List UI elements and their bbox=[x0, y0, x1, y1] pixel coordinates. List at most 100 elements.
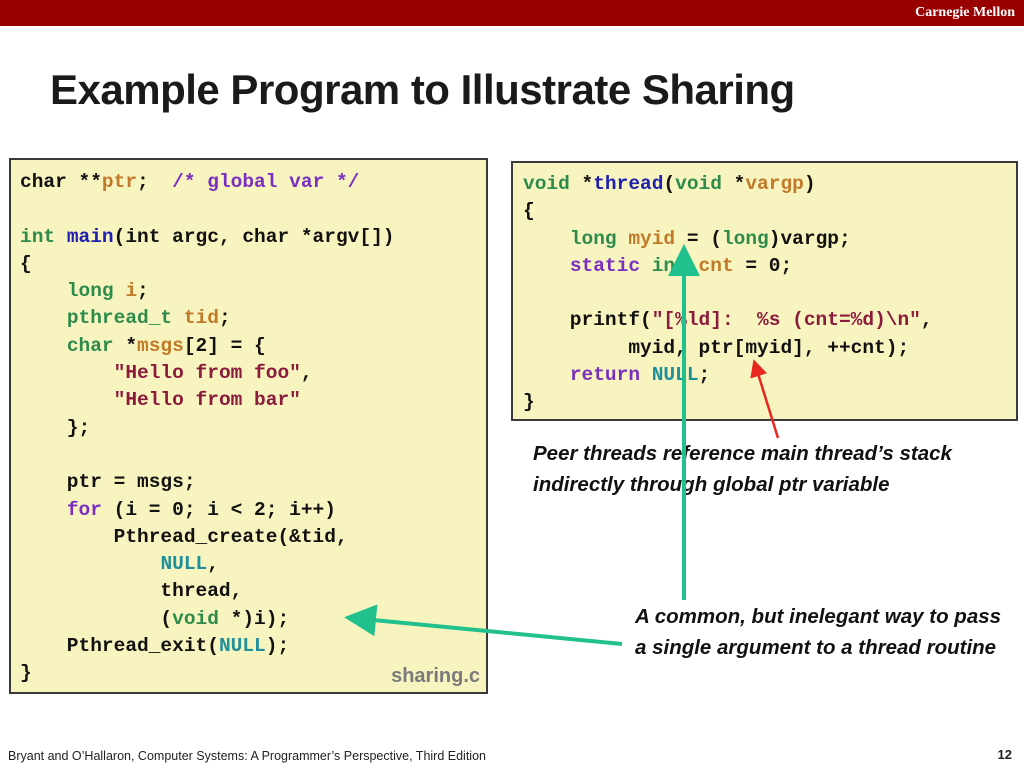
code-token: * bbox=[125, 334, 138, 357]
code-token: NULL bbox=[218, 635, 266, 658]
code-token: void bbox=[675, 173, 722, 195]
code-token bbox=[20, 280, 67, 302]
code-token: for bbox=[66, 498, 102, 521]
page-number: 12 bbox=[997, 747, 1012, 762]
code-token: main bbox=[66, 225, 114, 248]
code-left-line: (void *)i); bbox=[20, 608, 289, 630]
main-code: char **ptr; /* global var */ int main(in… bbox=[20, 169, 394, 688]
code-token: i bbox=[125, 280, 138, 303]
code-token: }; bbox=[20, 416, 91, 439]
code-token: long bbox=[569, 227, 629, 250]
code-token: char ** bbox=[20, 171, 102, 193]
code-token bbox=[523, 255, 570, 277]
code-left-line: int main(int argc, char *argv[]) bbox=[20, 226, 394, 248]
code-token: thread, bbox=[20, 580, 243, 603]
code-token: void bbox=[523, 173, 570, 195]
top-banner: Carnegie Mellon bbox=[0, 0, 1024, 26]
code-right-line: { bbox=[523, 200, 535, 222]
code-token bbox=[20, 362, 114, 384]
code-right-line: } bbox=[523, 391, 535, 413]
code-token: pthread_t bbox=[66, 307, 184, 330]
code-token: long bbox=[66, 280, 126, 303]
code-token: tid bbox=[183, 307, 219, 330]
code-token: ( bbox=[20, 607, 173, 630]
code-token: "[%ld]: %s (cnt=%d)\n" bbox=[651, 309, 921, 332]
code-left-line: pthread_t tid; bbox=[20, 307, 231, 329]
code-token: ; bbox=[137, 280, 149, 303]
code-token: NULL bbox=[160, 553, 208, 576]
code-token: Pthread_exit( bbox=[20, 635, 219, 658]
code-token: { bbox=[20, 252, 32, 275]
code-right-line: static int cnt = 0; bbox=[523, 255, 792, 277]
code-token: (i = 0; i < 2; i++) bbox=[101, 498, 336, 521]
common-way-note: A common, but inelegant way to pass a si… bbox=[635, 605, 1002, 659]
code-token bbox=[20, 307, 67, 329]
thread-code: void *thread(void *vargp) { long myid = … bbox=[523, 171, 933, 417]
code-token: return bbox=[569, 364, 652, 387]
code-left-line: ptr = msgs; bbox=[20, 471, 196, 493]
code-token: char bbox=[66, 334, 126, 357]
code-token: static bbox=[569, 254, 652, 277]
code-left-line: "Hello from bar" bbox=[20, 389, 301, 411]
code-token: NULL bbox=[651, 364, 699, 387]
code-right-line: return NULL; bbox=[523, 364, 710, 386]
code-left-line: char **ptr; /* global var */ bbox=[20, 171, 359, 193]
code-token: ); bbox=[265, 635, 290, 658]
code-right-line: myid, ptr[myid], ++cnt); bbox=[523, 337, 909, 359]
code-token: , bbox=[920, 309, 933, 332]
code-left-line: char *msgs[2] = { bbox=[20, 335, 266, 357]
code-token bbox=[20, 389, 114, 411]
code-right-line: printf("[%ld]: %s (cnt=%d)\n", bbox=[523, 309, 933, 331]
code-token: { bbox=[523, 200, 535, 223]
code-token: int bbox=[20, 225, 67, 248]
code-token: myid bbox=[628, 227, 676, 250]
code-token: (int argc, char *argv[]) bbox=[113, 225, 395, 248]
code-token: = ( bbox=[675, 227, 722, 250]
footer-citation: Bryant and O’Hallaron, Computer Systems:… bbox=[8, 749, 486, 763]
thread-code-box: void *thread(void *vargp) { long myid = … bbox=[511, 161, 1018, 421]
code-token: long bbox=[721, 227, 769, 250]
code-token: , bbox=[207, 553, 219, 576]
code-left-line: { bbox=[20, 253, 32, 275]
code-left-line: } bbox=[20, 662, 32, 684]
code-left-line: Pthread_exit(NULL); bbox=[20, 635, 289, 657]
code-token: "Hello from foo" bbox=[113, 362, 301, 385]
code-token: )vargp; bbox=[768, 227, 851, 250]
code-token: vargp bbox=[745, 173, 804, 195]
code-left-line: "Hello from foo", bbox=[20, 362, 313, 384]
code-left-line: NULL, bbox=[20, 553, 219, 575]
code-token: = 0; bbox=[733, 254, 793, 277]
code-token: ptr = msgs; bbox=[20, 471, 196, 494]
code-token: "Hello from bar" bbox=[113, 389, 301, 412]
source-filename: sharing.c bbox=[391, 665, 480, 687]
code-token: myid, ptr[myid], ++cnt); bbox=[523, 336, 910, 359]
peer-threads-note: Peer threads reference main thread’s sta… bbox=[533, 442, 952, 496]
code-left-line: }; bbox=[20, 417, 90, 439]
code-token: * bbox=[721, 173, 746, 195]
code-token: [2] = { bbox=[183, 334, 266, 357]
code-token bbox=[20, 499, 67, 521]
code-token: } bbox=[523, 391, 535, 414]
code-left-line: thread, bbox=[20, 580, 242, 602]
code-token: Pthread_create(&tid, bbox=[20, 525, 348, 548]
code-token bbox=[20, 553, 160, 575]
code-token: ; bbox=[137, 171, 173, 193]
slide-title: Example Program to Illustrate Sharing bbox=[50, 66, 795, 113]
code-token: , bbox=[300, 362, 313, 385]
code-left-line: for (i = 0; i < 2; i++) bbox=[20, 499, 336, 521]
code-token: * bbox=[569, 173, 594, 195]
code-token: ) bbox=[803, 173, 816, 195]
code-token: void bbox=[172, 607, 219, 630]
code-token: *)i); bbox=[218, 607, 290, 630]
brand-name: Carnegie Mellon bbox=[915, 5, 1015, 20]
code-right-line: void *thread(void *vargp) bbox=[523, 173, 816, 195]
code-token: ptr bbox=[101, 171, 138, 193]
code-right-line: long myid = (long)vargp; bbox=[523, 228, 851, 250]
code-token: int bbox=[651, 254, 699, 277]
code-left-line: Pthread_create(&tid, bbox=[20, 526, 348, 548]
code-token: ; bbox=[218, 307, 231, 330]
code-token bbox=[523, 364, 570, 386]
main-code-box: char **ptr; /* global var */ int main(in… bbox=[9, 158, 488, 694]
code-token: printf( bbox=[523, 309, 652, 332]
code-token bbox=[20, 335, 67, 357]
